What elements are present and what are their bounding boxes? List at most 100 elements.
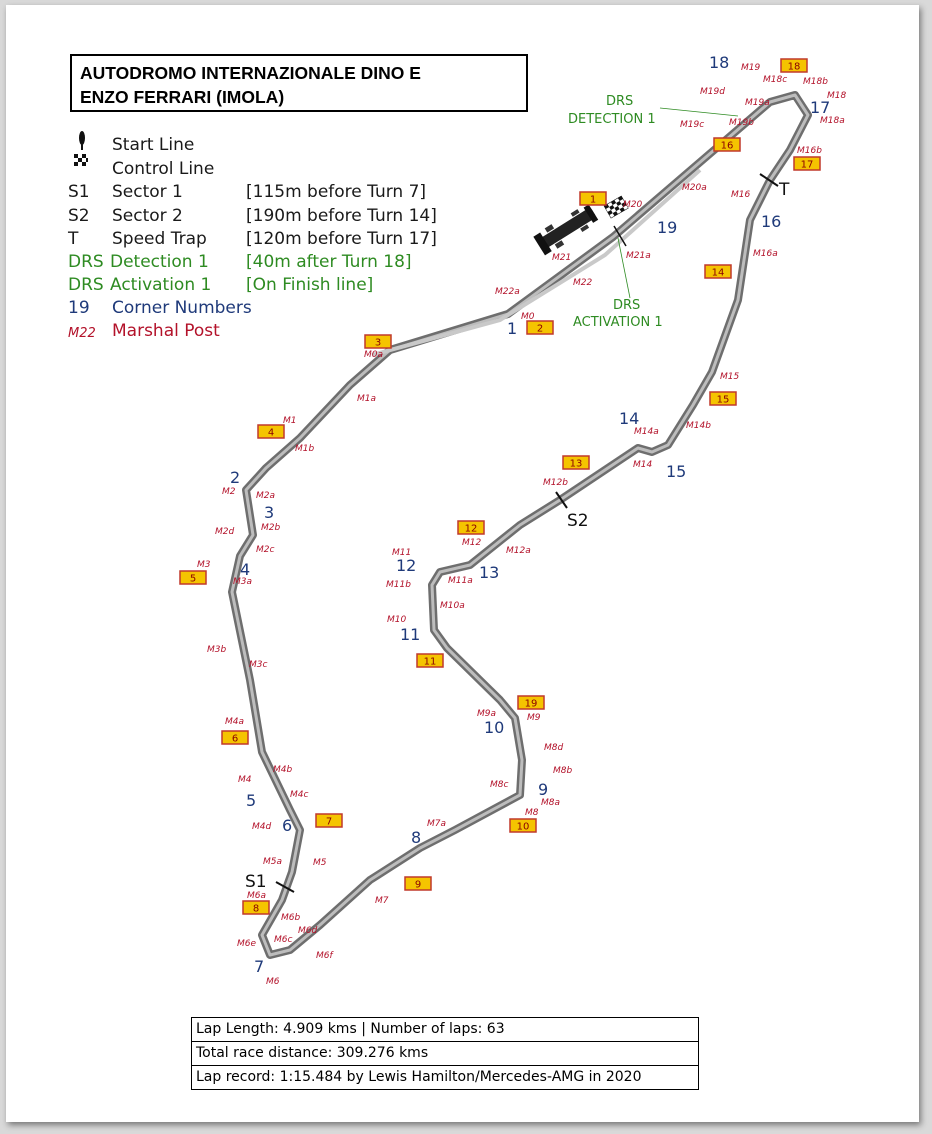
turn-6: 6 xyxy=(282,816,292,835)
flag-post-2: 2 xyxy=(526,320,554,335)
marshal-m4b: M4b xyxy=(273,765,292,775)
marshal-m19c: M19c xyxy=(680,120,704,130)
marshal-m4d: M4d xyxy=(252,822,271,832)
marshal-m2d: M2d xyxy=(215,527,234,537)
car-icon xyxy=(533,204,599,256)
marshal-m14: M14 xyxy=(633,460,652,470)
marshal-m5: M5 xyxy=(313,858,327,868)
marshal-m22a: M22a xyxy=(495,287,520,297)
turn-3: 3 xyxy=(264,503,274,522)
flag-post-16: 16 xyxy=(713,137,741,152)
marshal-m20: M20 xyxy=(623,200,642,210)
marshal-m5a: M5a xyxy=(263,857,282,867)
marshal-m4c: M4c xyxy=(290,790,308,800)
flag-post-15: 15 xyxy=(709,391,737,406)
title-line-2: ENZO FERRARI (IMOLA) xyxy=(80,87,285,107)
flag-post-14: 14 xyxy=(704,264,732,279)
marshal-m6c: M6c xyxy=(274,935,292,945)
turn-9: 9 xyxy=(538,780,548,799)
marshal-m2c: M2c xyxy=(256,545,274,555)
marshal-m3b: M3b xyxy=(207,645,226,655)
start-line-icon xyxy=(79,131,85,150)
drs-detection-label-2: DETECTION 1 xyxy=(568,112,656,127)
svg-text:13: 13 xyxy=(570,459,583,470)
flag-post-18: 18 xyxy=(780,58,808,73)
svg-text:16: 16 xyxy=(721,141,734,152)
turn-12: 12 xyxy=(396,556,416,575)
svg-text:19: 19 xyxy=(525,699,538,710)
flag-post-12: 12 xyxy=(457,520,485,535)
svg-text:9: 9 xyxy=(415,880,421,891)
svg-text:15: 15 xyxy=(717,395,730,406)
marshal-m1: M1 xyxy=(283,416,297,426)
info-lap-record: Lap record: 1:15.484 by Lewis Hamilton/M… xyxy=(196,1069,642,1085)
marshal-m2a: M2a xyxy=(256,491,275,501)
circuit-title: AUTODROMO INTERNAZIONALE DINO E ENZO FER… xyxy=(70,54,528,112)
marshal-m11: M11 xyxy=(392,548,411,558)
marshal-m1a: M1a xyxy=(357,394,376,404)
marshal-m3: M3 xyxy=(197,560,211,570)
s1-line xyxy=(275,881,295,893)
flag-post-10: 10 xyxy=(509,818,537,833)
marshal-m16: M16 xyxy=(731,190,750,200)
s2-line xyxy=(555,491,568,509)
marshal-m12b: M12b xyxy=(543,478,568,488)
svg-text:5: 5 xyxy=(190,574,196,585)
marshal-m9: M9 xyxy=(527,713,541,723)
track-layout xyxy=(228,91,812,959)
finish-flag-icon xyxy=(603,195,629,219)
svg-text:14: 14 xyxy=(712,268,725,279)
marshal-m8d: M8d xyxy=(544,743,563,753)
marshal-m10a: M10a xyxy=(440,601,465,611)
svg-text:18: 18 xyxy=(788,62,801,73)
marshal-m19a: M19a xyxy=(745,98,770,108)
pit-lane xyxy=(371,168,702,357)
marshal-m7: M7 xyxy=(375,896,389,906)
flag-post-5: 5 xyxy=(179,570,207,585)
marshal-m19: M19 xyxy=(741,63,760,73)
drs-activation-label-1: DRS xyxy=(613,298,640,313)
marshal-m3a: M3a xyxy=(233,577,252,587)
info-race-distance: Total race distance: 309.276 kms xyxy=(192,1042,698,1066)
flag-post-8: 8 xyxy=(242,900,270,915)
svg-text:3: 3 xyxy=(375,338,381,349)
marshal-m7a: M7a xyxy=(427,819,446,829)
marshal-m14a: M14a xyxy=(634,427,659,437)
marshal-m1b: M1b xyxy=(295,444,314,454)
marker-speed-trap: T xyxy=(778,180,790,200)
turn-7: 7 xyxy=(254,957,264,976)
flag-post-6: 6 xyxy=(221,730,249,745)
turn-4: 4 xyxy=(240,560,250,579)
flag-post-17: 17 xyxy=(793,156,821,171)
marshal-m8b: M8b xyxy=(553,766,572,776)
marshal-m9a: M9a xyxy=(477,709,496,719)
marshal-m8c: M8c xyxy=(490,780,508,790)
turn-5: 5 xyxy=(246,791,256,810)
marshal-m18: M18 xyxy=(827,91,846,101)
flag-post-3: 3 xyxy=(364,334,392,349)
marshal-m3c: M3c xyxy=(249,660,267,670)
marshal-m21a: M21a xyxy=(626,251,651,261)
turn-13: 13 xyxy=(479,563,499,582)
turn-8: 8 xyxy=(411,828,421,847)
marker-s2: S2 xyxy=(567,511,589,531)
marshal-m11a: M11a xyxy=(448,576,473,586)
flag-post-11: 11 xyxy=(416,653,444,668)
flag-post-9: 9 xyxy=(404,876,432,891)
marshal-m0a: M0a xyxy=(364,350,383,360)
svg-text:4: 4 xyxy=(268,428,274,439)
marshal-m6a: M6a xyxy=(247,891,266,901)
flag-post-1: 1 xyxy=(579,191,607,206)
drs-detection-label-1: DRS xyxy=(606,94,633,109)
svg-text:10: 10 xyxy=(517,822,530,833)
marshal-m21: M21 xyxy=(552,253,571,263)
drs-activation-leader xyxy=(617,237,631,299)
svg-text:1: 1 xyxy=(590,195,596,206)
marshal-m20a: M20a xyxy=(682,183,707,193)
title-line-1: AUTODROMO INTERNAZIONALE DINO E xyxy=(80,63,421,83)
turn-19: 19 xyxy=(657,218,677,237)
marshal-m4: M4 xyxy=(238,775,252,785)
flag-post-19: 19 xyxy=(517,695,545,710)
